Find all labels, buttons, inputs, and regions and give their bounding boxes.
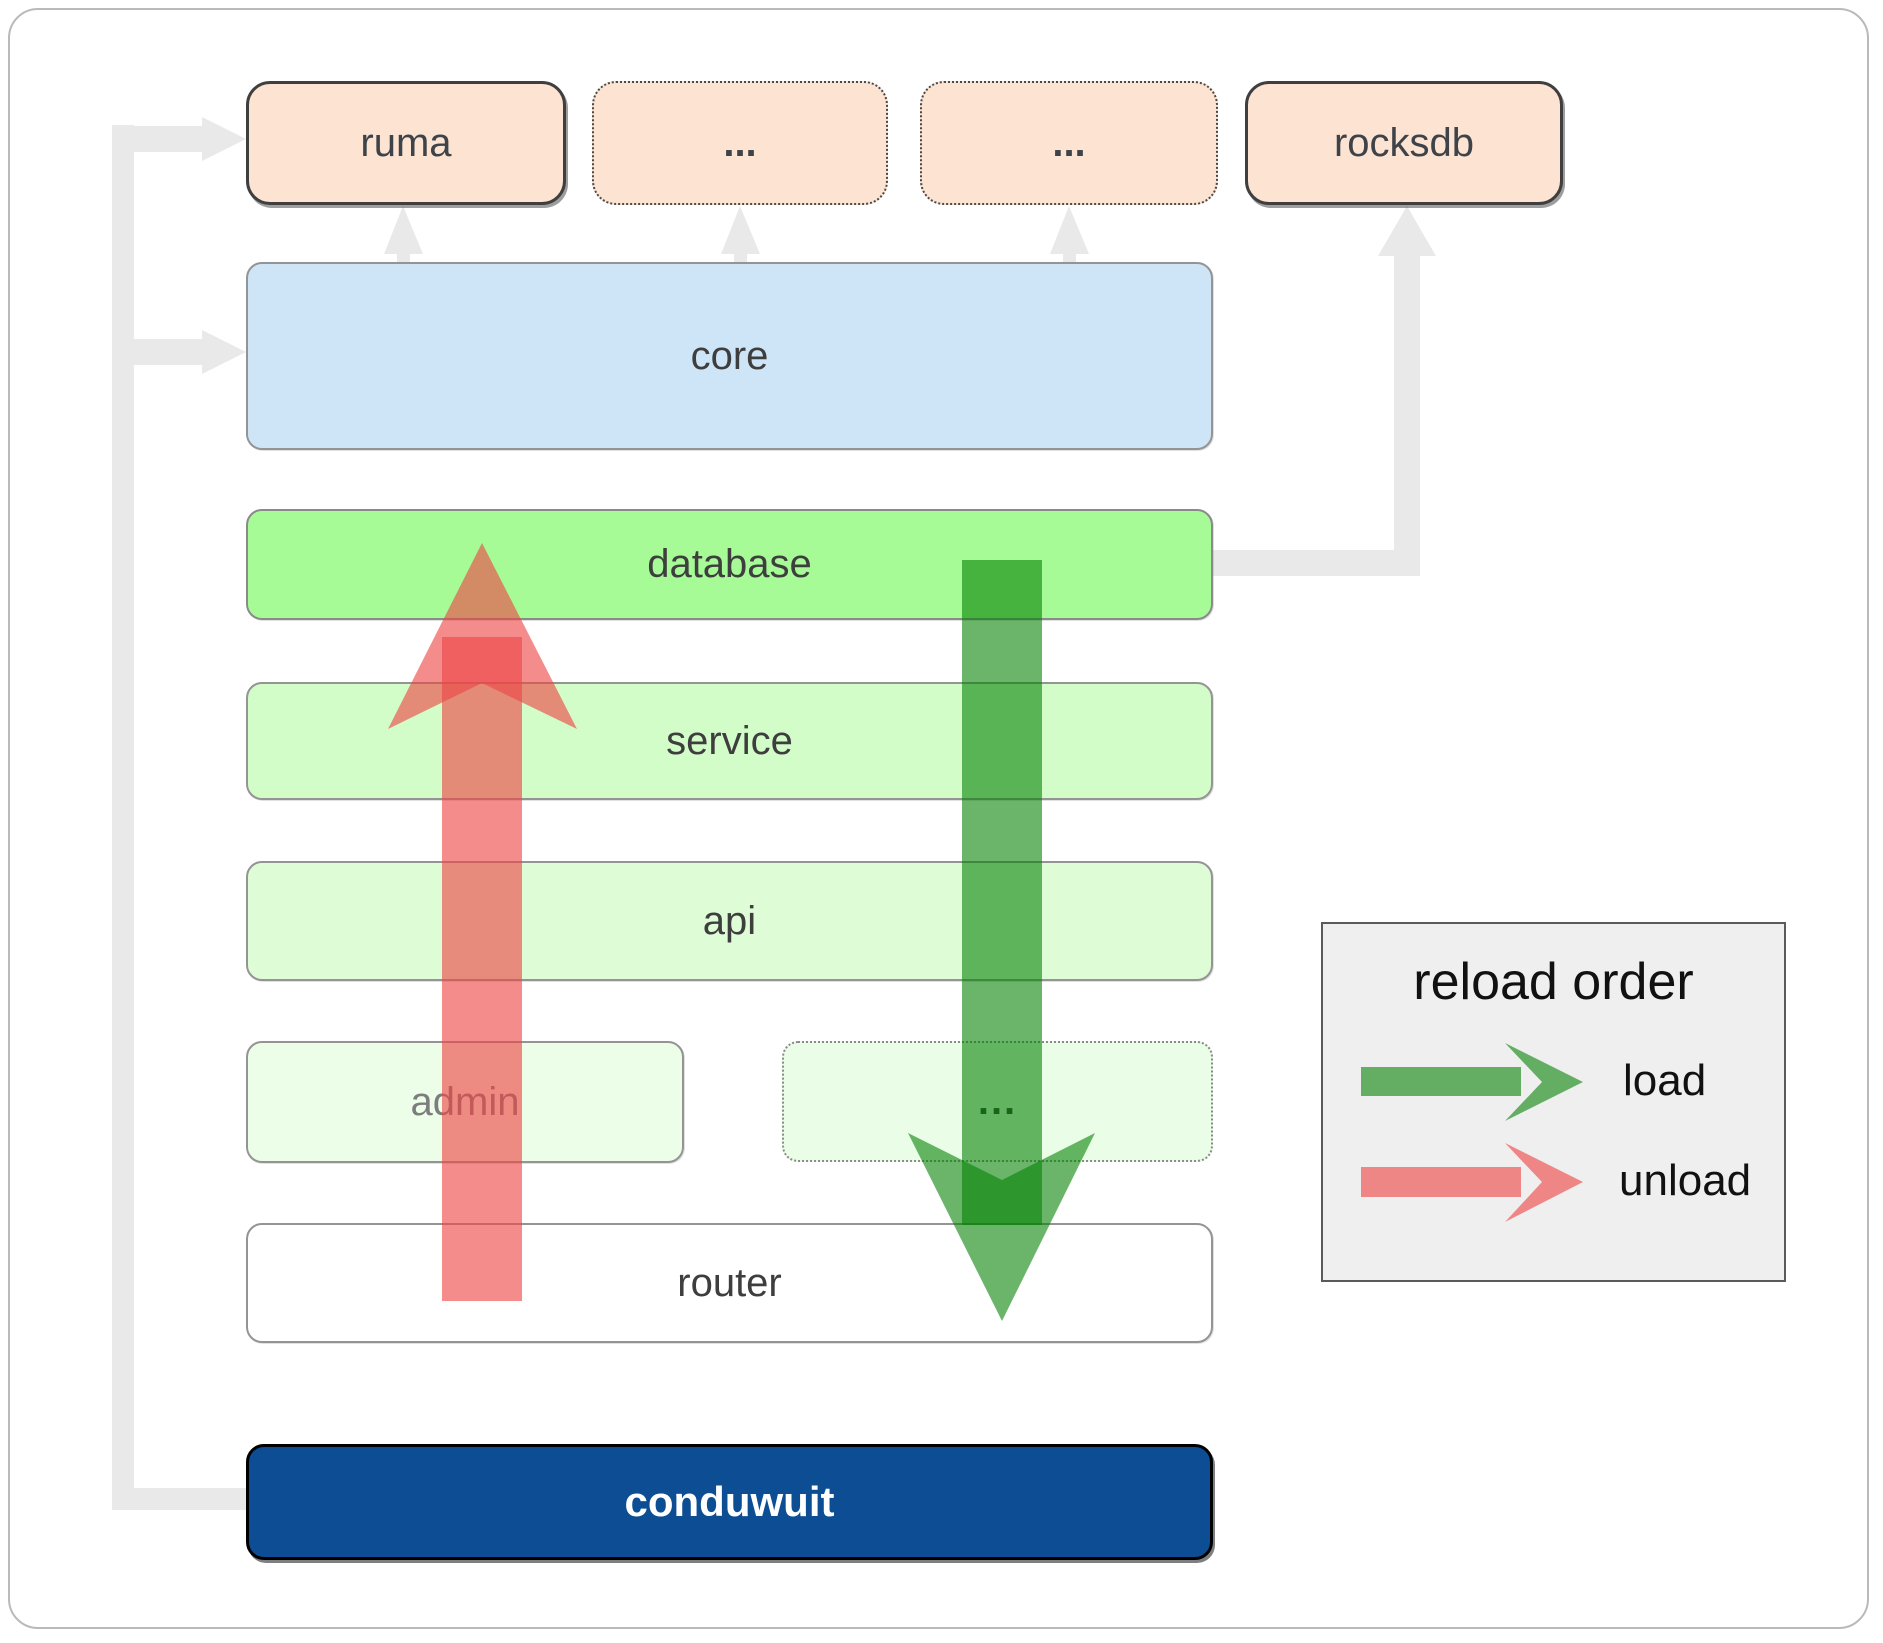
legend-unload-label: unload [1619,1156,1752,1205]
node-service-ellipsis: ... [782,1041,1213,1162]
node-router: router [246,1223,1213,1343]
legend-reload-order: reload order load unload [1321,922,1786,1282]
node-dependency-ellipsis-1-label: ... [723,120,757,165]
node-core-label: core [690,333,769,378]
node-database-label: database [647,542,812,586]
node-dependency-ellipsis-1: ... [592,81,888,205]
diagram-outer-frame [8,8,1869,1629]
node-database: database [246,509,1213,620]
node-api-label: api [702,898,757,943]
node-service: service [246,682,1213,800]
legend-title: reload order [1413,953,1694,1011]
node-router-label: router [677,1260,782,1305]
node-conduwuit: conduwuit [246,1444,1213,1560]
node-dependency-ellipsis-2: ... [920,81,1218,205]
node-dependency-ellipsis-2-label: ... [1052,120,1086,165]
node-rocksdb: rocksdb [1245,81,1563,205]
node-core: core [246,262,1213,450]
node-service-label: service [666,718,793,763]
legend-load-label: load [1623,1056,1707,1105]
node-admin-label: admin [410,1079,520,1124]
node-conduwuit-label: conduwuit [624,1478,835,1525]
node-ruma: ruma [246,81,566,205]
node-service-ellipsis-label: ... [977,1079,1018,1123]
node-ruma-label: ruma [360,120,452,165]
node-rocksdb-label: rocksdb [1333,120,1475,165]
node-api: api [246,861,1213,981]
node-admin: admin [246,1041,684,1163]
